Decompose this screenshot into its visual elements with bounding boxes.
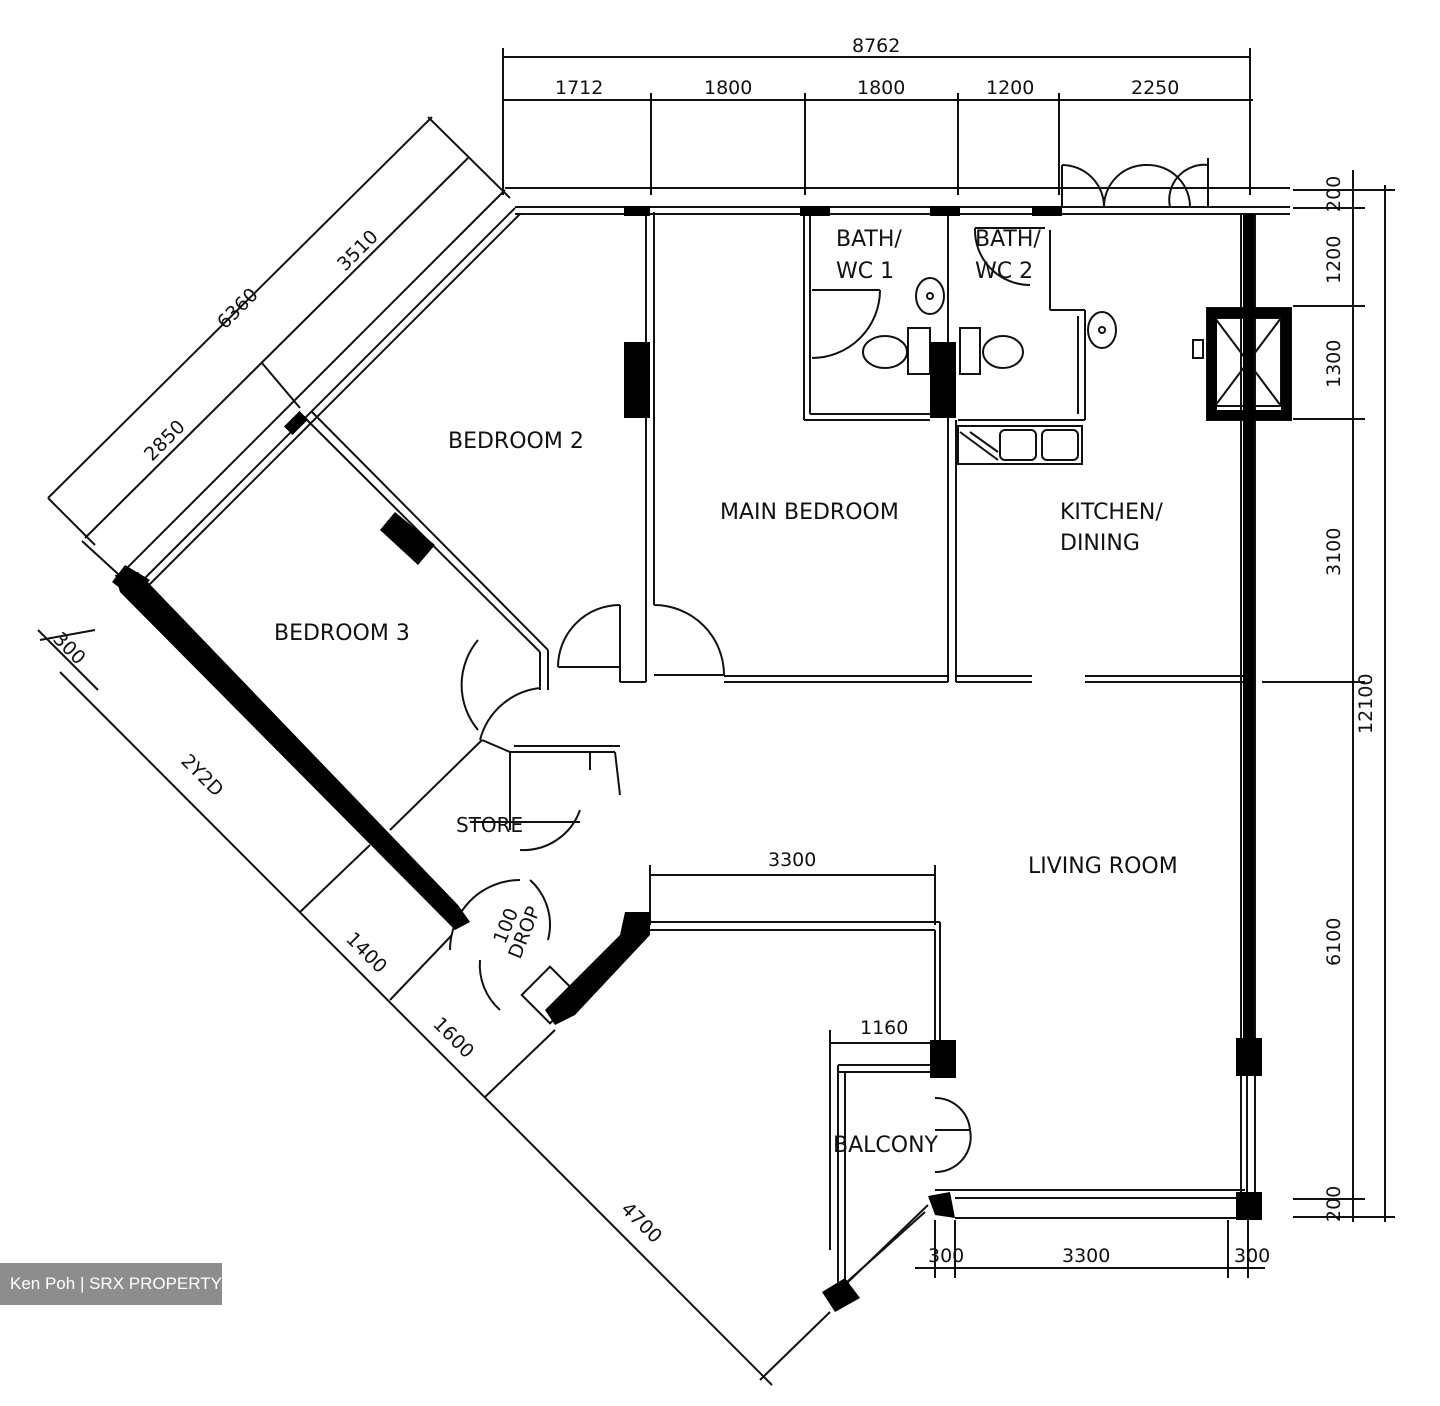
dim-right-total: 12100 (1355, 674, 1377, 734)
bath-wc2-label-line1: BATH/ (975, 227, 1041, 252)
dim-left-1: 300 (48, 628, 89, 669)
bedroom-2-label: BEDROOM 2 (448, 429, 584, 454)
dim-right-4: 3100 (1323, 528, 1345, 576)
bath-wc1-label-line2: WC 1 (836, 259, 894, 284)
balcony-label: BALCONY (833, 1133, 939, 1158)
bath-wc2-label-line2: WC 2 (975, 259, 1033, 284)
dim-right-2: 1200 (1323, 236, 1345, 284)
dim-top-2: 1800 (704, 77, 752, 99)
dim-right-3: 1300 (1323, 340, 1345, 388)
dim-lower-1: 1400 (341, 928, 391, 978)
dim-left-2: 2Y2D (176, 750, 227, 801)
dim-top-4: 1200 (986, 77, 1034, 99)
watermark: Ken Poh | SRX PROPERTY (0, 1263, 222, 1305)
dim-right-1: 200 (1323, 176, 1345, 212)
dim-top-5: 2250 (1131, 77, 1179, 99)
dim-bottom-1: 300 (928, 1245, 964, 1267)
main-bedroom-label: MAIN BEDROOM (720, 500, 899, 525)
dim-balcony-width: 1160 (860, 1017, 908, 1039)
dim-top-1: 1712 (555, 77, 603, 99)
dim-top-3: 1800 (857, 77, 905, 99)
living-room-label: LIVING ROOM (1028, 854, 1178, 879)
dim-inner-1: 3300 (768, 849, 816, 871)
dim-top-total: 8762 (852, 35, 900, 57)
dim-right-6: 200 (1323, 1186, 1345, 1222)
bedroom-3-label: BEDROOM 3 (274, 621, 410, 646)
dim-lower-2: 1600 (428, 1013, 478, 1063)
bath-wc1-label-line1: BATH/ (836, 227, 902, 252)
kitchen-label-line1: KITCHEN/ (1060, 500, 1163, 525)
store-label: STORE (456, 813, 523, 837)
kitchen-label-line2: DINING (1060, 531, 1140, 556)
dim-right-5: 6100 (1323, 918, 1345, 966)
dim-lower-3: 4700 (616, 1198, 666, 1248)
dim-bottom-2: 3300 (1062, 1245, 1110, 1267)
dim-bottom-3: 300 (1234, 1245, 1270, 1267)
